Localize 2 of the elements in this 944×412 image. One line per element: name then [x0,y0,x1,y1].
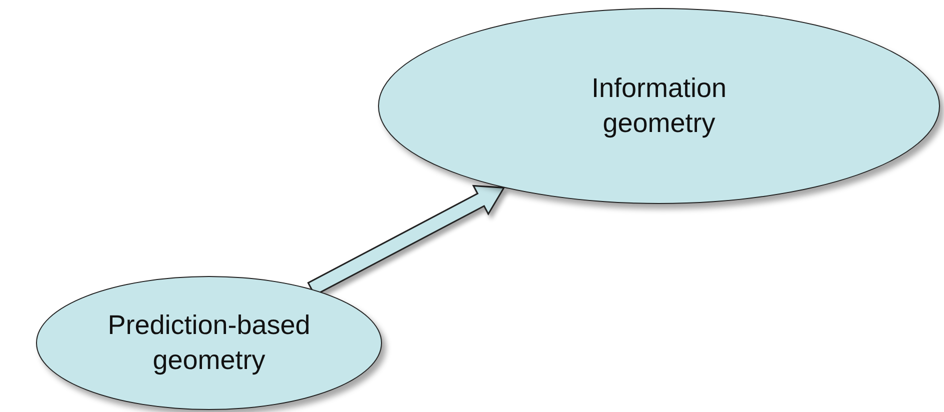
node-label: Information geometry [590,72,728,140]
node-label: Prediction-based geometry [106,308,312,377]
